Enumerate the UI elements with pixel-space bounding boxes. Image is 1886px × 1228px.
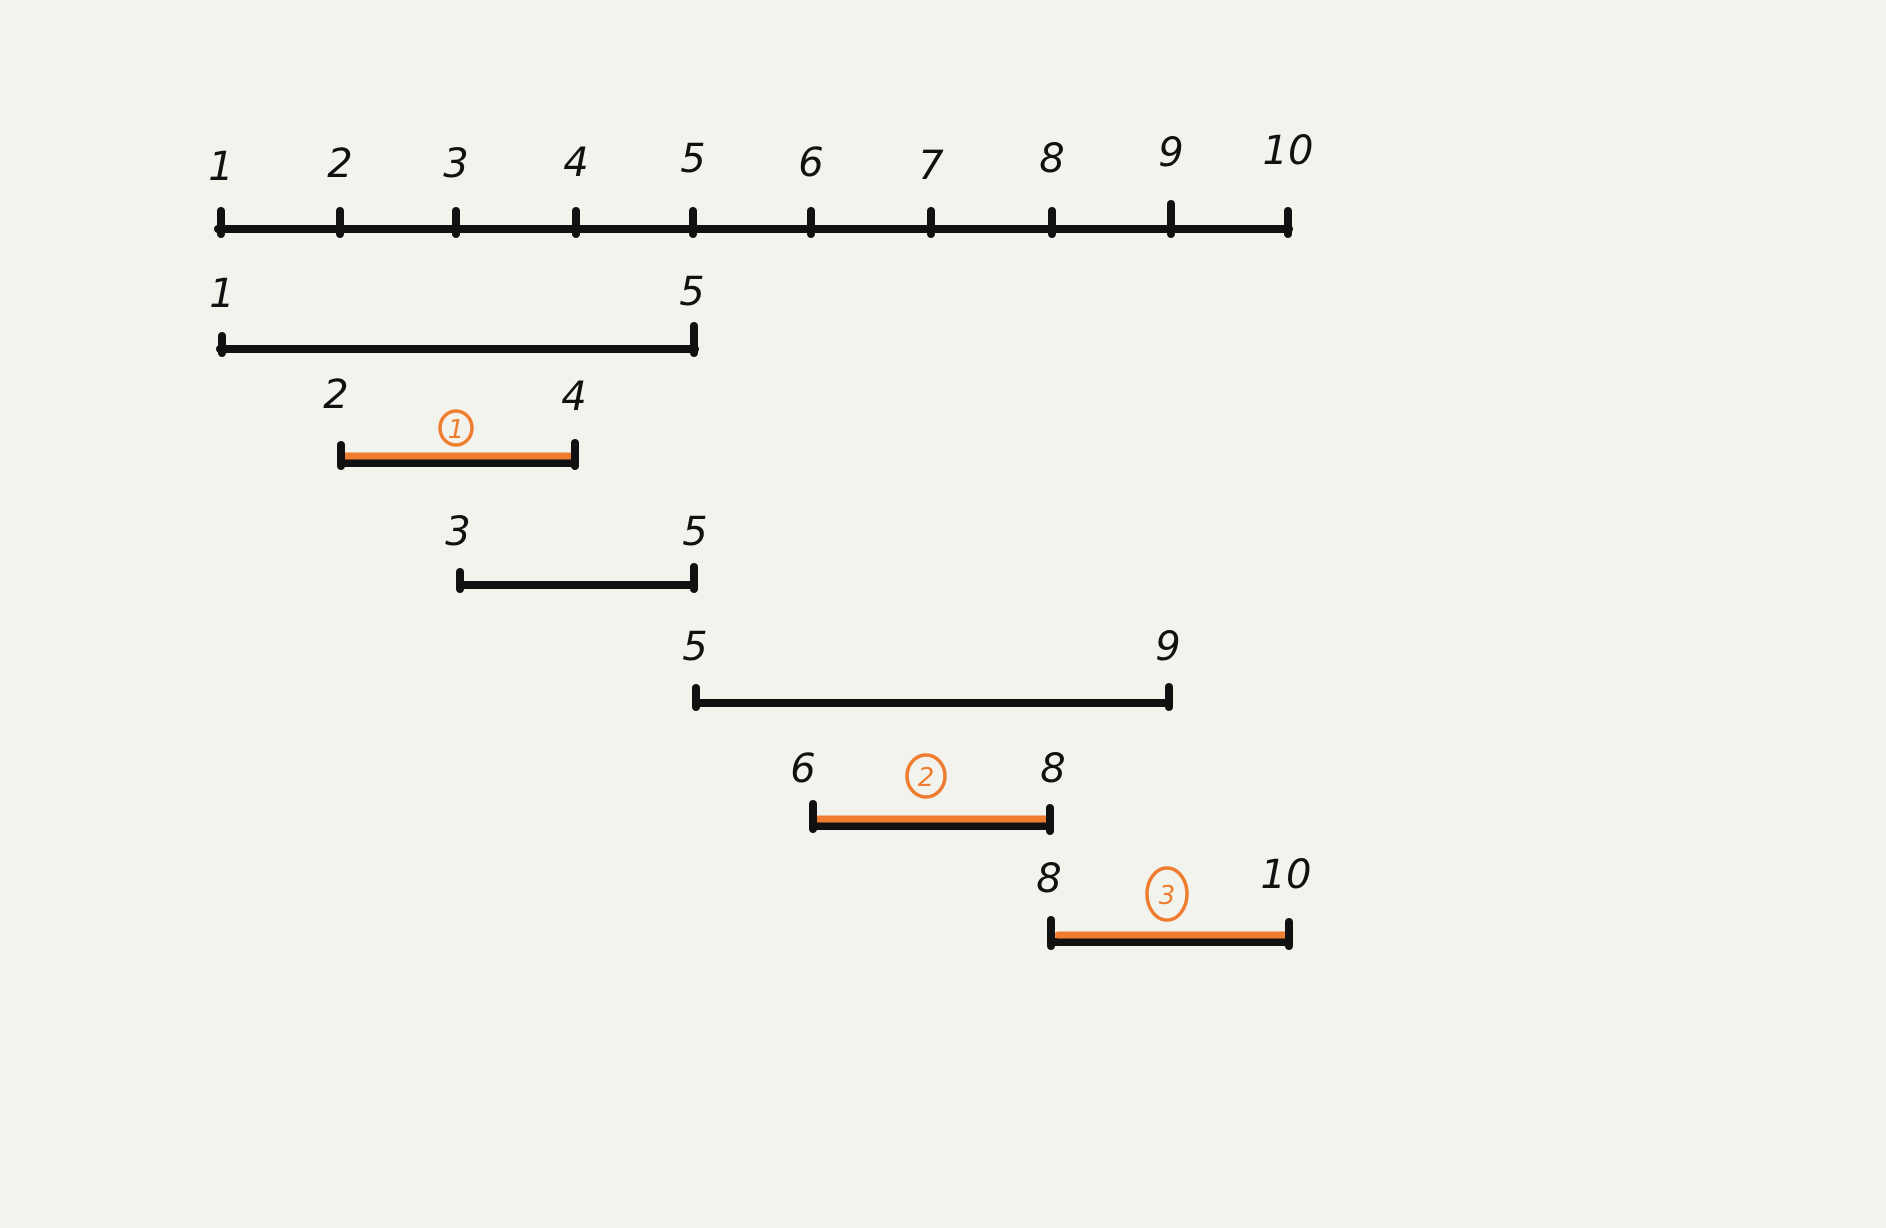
interval-start-label: 3 xyxy=(445,509,470,555)
interval-end-label: 4 xyxy=(561,374,586,420)
interval-5-9: 5 9 xyxy=(682,624,1181,711)
number-line-tick-label: 2 xyxy=(327,141,352,187)
interval-3-5: 3 5 xyxy=(445,509,708,593)
interval-end-label: 10 xyxy=(1261,852,1312,898)
interval-2-4: 2 4 1 xyxy=(323,372,587,470)
number-line-ticks: 1 2 3 4 5 6 7 8 9 10 xyxy=(208,128,1314,238)
interval-end-label: 8 xyxy=(1040,746,1065,792)
selection-order-badge: 1 xyxy=(438,409,474,447)
interval-end-label: 5 xyxy=(682,509,707,555)
interval-start-label: 8 xyxy=(1036,856,1061,902)
number-line-tick-label: 5 xyxy=(680,136,705,182)
number-line-tick-label: 9 xyxy=(1158,130,1183,176)
interval-end-label: 9 xyxy=(1155,624,1180,670)
selection-order-number: 3 xyxy=(1159,881,1176,911)
number-line-tick-label: 3 xyxy=(443,141,468,187)
interval-start-label: 2 xyxy=(323,372,348,418)
number-line-tick-label: 6 xyxy=(798,140,823,186)
number-line: 1 2 3 4 5 6 7 8 9 10 xyxy=(208,128,1314,238)
interval-start-label: 5 xyxy=(682,624,707,670)
selection-order-number: 2 xyxy=(918,763,935,793)
selection-order-badge: 3 xyxy=(1145,866,1189,922)
interval-6-8: 6 8 2 xyxy=(790,746,1066,835)
number-line-tick-label: 8 xyxy=(1039,136,1064,182)
selection-order-badge: 2 xyxy=(905,753,947,799)
interval-8-10: 8 10 3 xyxy=(1036,852,1312,950)
selection-order-number: 1 xyxy=(448,415,465,445)
interval-scheduling-diagram: 1 2 3 4 5 6 7 8 9 10 1 5 2 4 1 3 5 5 9 6 8 xyxy=(208,128,1314,950)
interval-start-label: 6 xyxy=(790,746,815,792)
number-line-tick-label: 10 xyxy=(1263,128,1314,174)
number-line-tick-label: 1 xyxy=(208,144,233,190)
interval-start-label: 1 xyxy=(209,271,234,317)
number-line-tick-label: 4 xyxy=(563,140,588,186)
number-line-tick-label: 7 xyxy=(918,143,944,189)
interval-1-5: 1 5 xyxy=(209,269,705,357)
interval-end-label: 5 xyxy=(679,269,704,315)
